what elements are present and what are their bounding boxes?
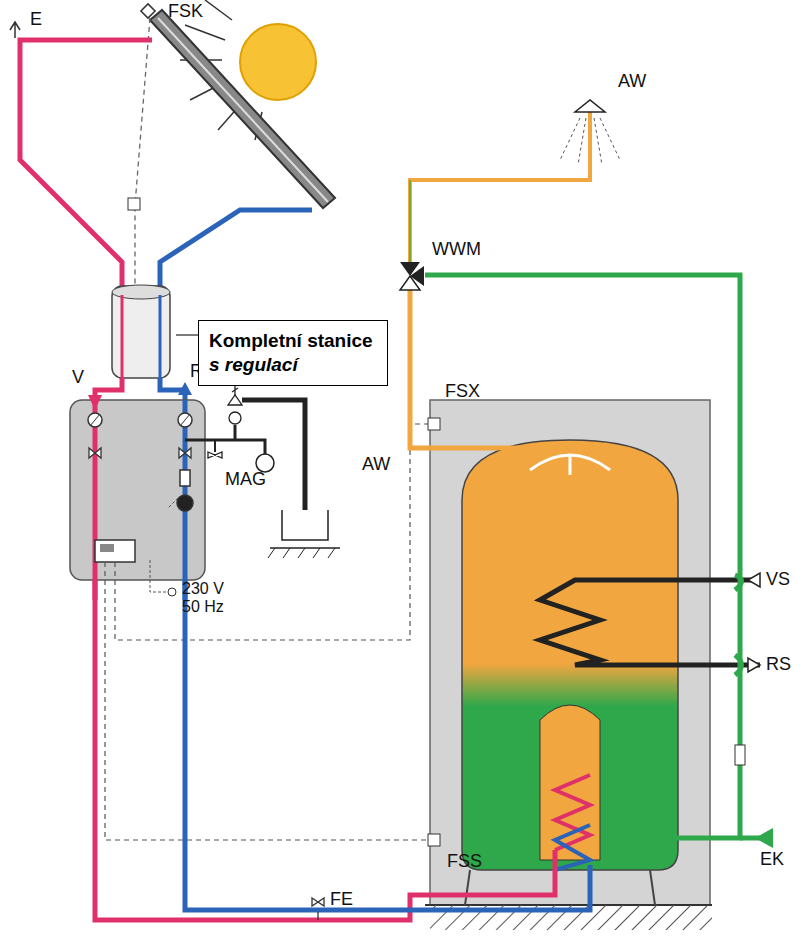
- solar-collector: [141, 4, 335, 208]
- power-label: 230 V 50 Hz: [182, 580, 244, 615]
- valve-label: WWM: [432, 240, 481, 260]
- collector-sensor-label: FSK: [168, 2, 203, 22]
- box-text: s regulací: [209, 353, 377, 377]
- drain-label: FE: [330, 890, 353, 910]
- port-label: RS: [766, 655, 791, 675]
- outlet-label: AW: [618, 72, 646, 92]
- mixing-valve: [400, 262, 424, 290]
- station-cylinder: [112, 285, 170, 378]
- callout-box: Kompletní stanices regulací: [198, 320, 388, 386]
- shower-head: [560, 100, 620, 165]
- sensor-label: FSX: [445, 382, 480, 402]
- storage-tank: [425, 400, 760, 930]
- solar-station: [70, 382, 205, 600]
- expansion-and-safety: [185, 385, 340, 558]
- box-text: Kompletní stanice: [209, 329, 377, 353]
- outlet-label: AW: [362, 455, 390, 475]
- sensor-label: FSS: [447, 852, 482, 872]
- air-vent: [10, 22, 20, 38]
- flow-label: V: [72, 368, 84, 388]
- vessel-label: MAG: [225, 470, 266, 490]
- port-label: EK: [760, 850, 784, 870]
- air-vent-label: E: [30, 10, 42, 30]
- port-label: VS: [766, 570, 790, 590]
